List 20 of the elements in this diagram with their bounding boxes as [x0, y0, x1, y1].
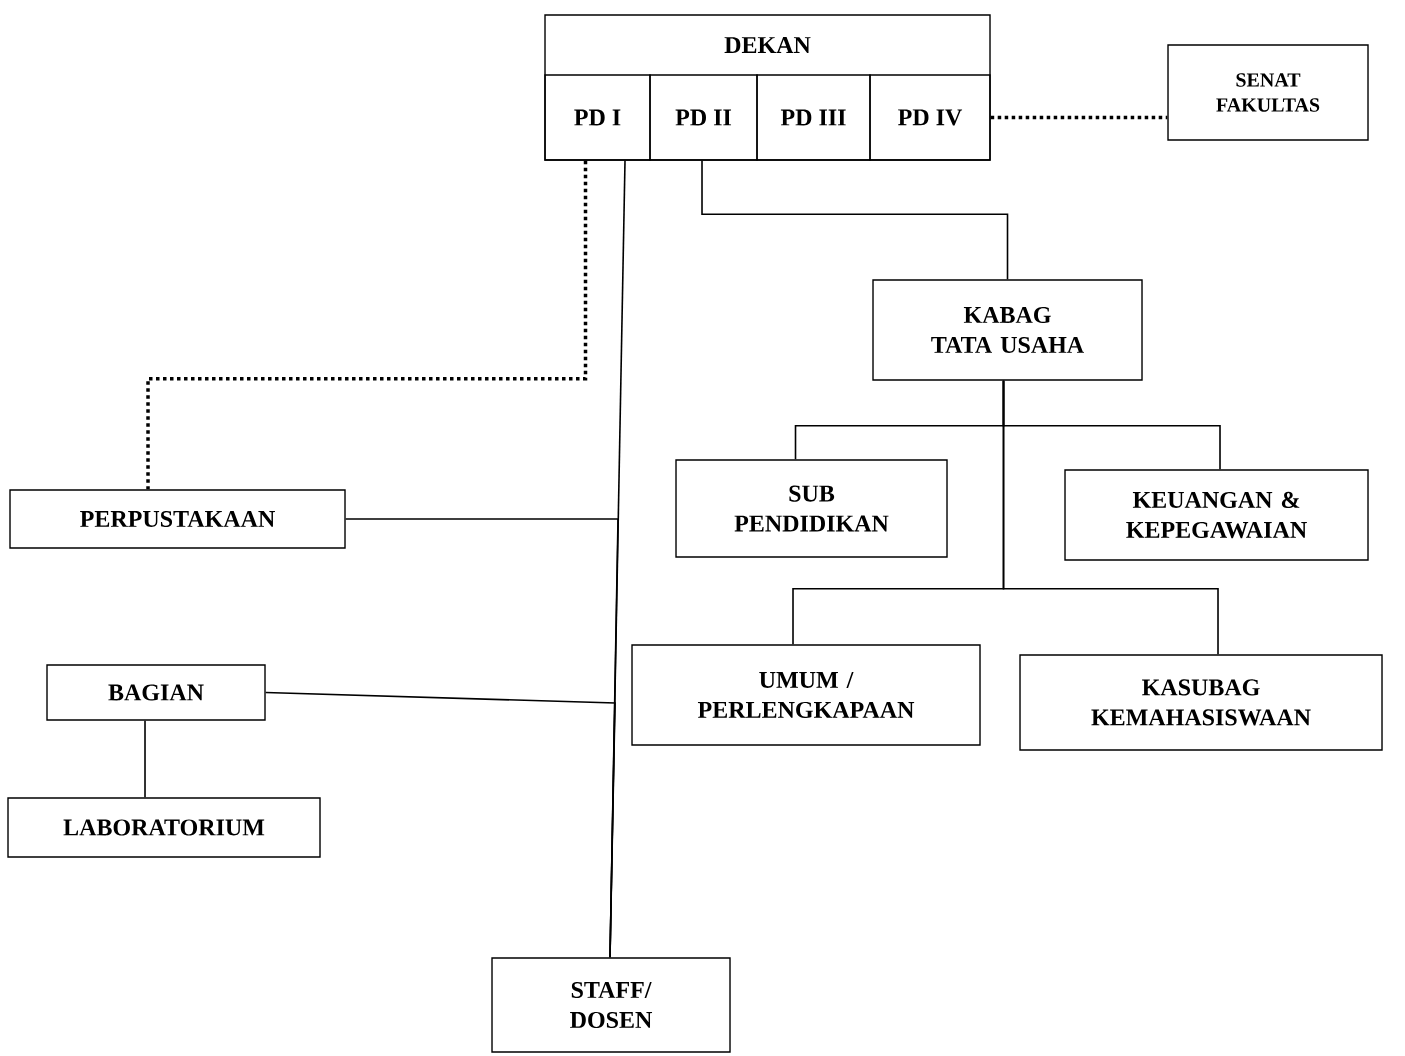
unit-box: SUB PENDIDIKAN [675, 459, 948, 558]
unit-box: KEUANGAN & KEPEGAWAIAN [1064, 469, 1369, 561]
connector-line [701, 159, 1009, 281]
connector-line [1002, 379, 1219, 656]
unit-box: SENAT FAKULTAS [1167, 44, 1369, 141]
position-box: PD I [544, 74, 651, 161]
unit-box: PERPUSTAKAAN [9, 489, 346, 549]
unit-box: UMUM / PERLENGKAPAAN [631, 644, 981, 746]
position-box: PD IV [869, 74, 991, 161]
unit-box: KASUBAG KEMAHASISWAAN [1019, 654, 1383, 751]
connector-line [144, 719, 146, 799]
dotted-connector [990, 115, 1168, 120]
position-box: PD II [649, 74, 758, 161]
unit-box: BAGIAN [46, 664, 266, 721]
position-box: PD III [756, 74, 871, 161]
unit-box: STAFF/ DOSEN [491, 957, 731, 1053]
dotted-connector [146, 160, 588, 490]
unit-box: LABORATORIUM [7, 797, 321, 858]
unit-box: KABAG TATA USAHA [872, 279, 1143, 381]
connector-line [264, 691, 616, 959]
